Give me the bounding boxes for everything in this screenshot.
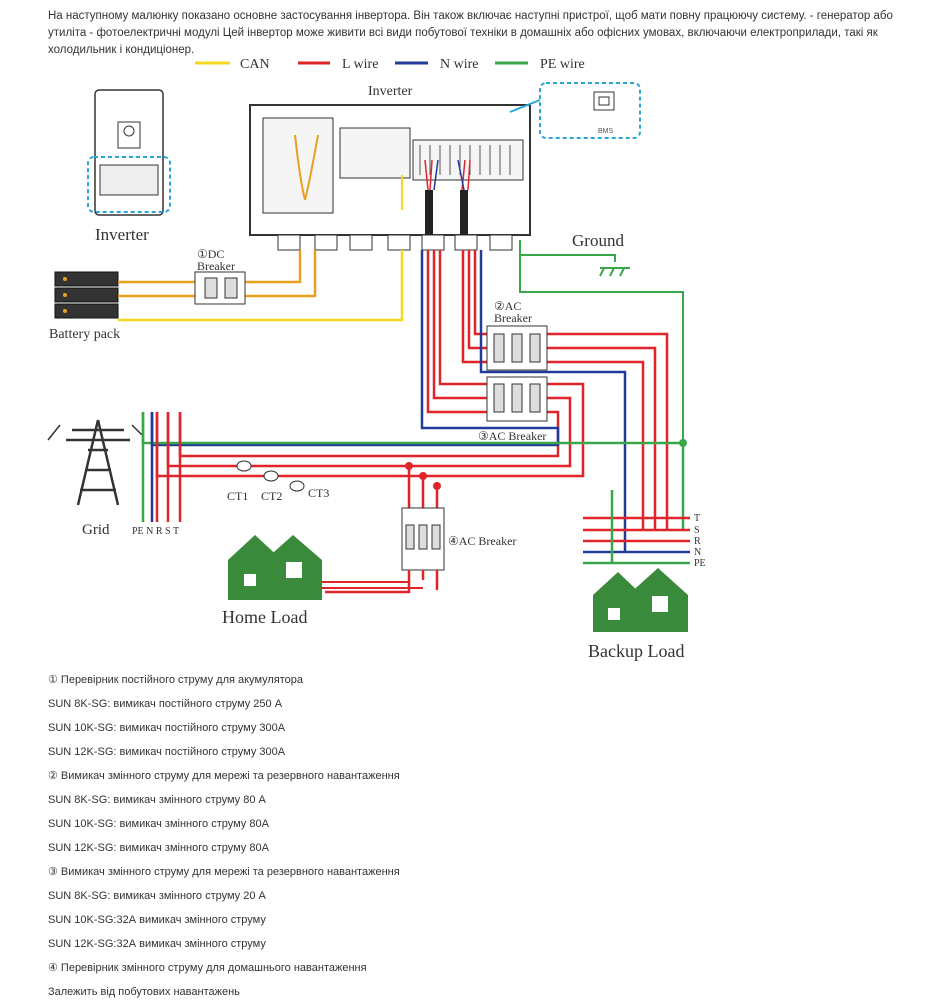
current-transformers: CT1 CT2 CT3	[227, 460, 329, 503]
note-item: SUN 10K-SG:32А вимикач змінного струму	[48, 914, 266, 926]
bms-label: BMS	[598, 128, 614, 135]
inverter-wiring-diagram: CAN L wire N wire PE wire Inverter Inver…	[47, 57, 706, 661]
main-inverter: Inverter	[249, 84, 531, 251]
note-item: SUN 10K-SG: вимикач постійного струму 30…	[48, 722, 286, 734]
grid-tower: Grid PE N R S T	[47, 419, 179, 538]
battery-pack-label: Battery pack	[49, 327, 120, 342]
legend-can-label: CAN	[240, 57, 270, 72]
backup-load-label: Backup Load	[588, 641, 684, 661]
ground: Ground	[519, 231, 687, 447]
ac-breaker2-label-2: Breaker	[494, 311, 532, 325]
backup-r-label: R	[694, 536, 701, 547]
legend-pe-label: PE wire	[540, 57, 585, 72]
inverter-left-label: Inverter	[95, 225, 149, 244]
note-item: SUN 8K-SG: вимикач змінного струму 80 А	[48, 794, 266, 806]
backup-n-label: N	[694, 547, 701, 558]
ac-breaker4-label: ④AC Breaker	[448, 534, 516, 548]
note-item: SUN 12K-SG: вимикач постійного струму 30…	[48, 746, 286, 758]
ct2-label: CT2	[261, 489, 282, 503]
notes-list: ① Перевірник постійного струму для акуму…	[48, 672, 908, 1008]
ct3-label: CT3	[308, 486, 329, 500]
note-item: ① Перевірник постійного струму для акуму…	[48, 674, 304, 686]
home-load: Home Load	[222, 535, 322, 627]
intro-text: На наступному малюнку показано основне з…	[48, 10, 893, 56]
dc-breaker-label-2: Breaker	[197, 259, 235, 273]
legend-l-label: L wire	[342, 57, 378, 72]
note-item: SUN 8K-SG: вимикач постійного струму 250…	[48, 698, 283, 710]
ac-breaker3-label: ③AC Breaker	[478, 429, 546, 443]
backup-t-label: T	[694, 513, 700, 524]
grid-drops	[141, 412, 182, 522]
backup-s-label: S	[694, 525, 700, 536]
dc-breaker-label-1: ①DC	[197, 247, 224, 261]
backup-pe-label: PE	[694, 558, 706, 569]
ground-label: Ground	[572, 231, 624, 250]
legend-n-label: N wire	[440, 57, 479, 72]
note-item: Залежить від побутових навантажень	[48, 986, 240, 998]
inverter-thumbnail: Inverter	[87, 89, 171, 244]
ac-breaker-3: ③AC Breaker	[478, 376, 548, 443]
bms-callout: BMS	[509, 82, 641, 139]
note-item: ④ Перевірник змінного струму для домашнь…	[48, 962, 367, 974]
note-item: SUN 12K-SG:32А вимикач змінного струму	[48, 938, 266, 950]
battery-pack: Battery pack	[49, 271, 120, 342]
can-wire	[118, 250, 404, 322]
grid-label: Grid	[82, 522, 110, 538]
ac-breaker-4: ④AC Breaker	[318, 462, 516, 594]
ct1-label: CT1	[227, 489, 248, 503]
note-item: ③ Вимикач змінного струму для мережі та …	[48, 866, 400, 878]
backup-phase-labels: T S R N PE	[694, 513, 706, 569]
note-item: SUN 10K-SG: вимикач змінного струму 80А	[48, 818, 269, 830]
legend: CAN L wire N wire PE wire	[195, 57, 585, 72]
note-item: SUN 12K-SG: вимикач змінного струму 80А	[48, 842, 269, 854]
grid-phases-label: PE N R S T	[132, 526, 179, 537]
note-item: ② Вимикач змінного струму для мережі та …	[48, 770, 400, 782]
home-load-label: Home Load	[222, 607, 307, 627]
backup-load: Backup Load	[588, 568, 688, 661]
note-item: SUN 8K-SG: вимикач змінного струму 20 А	[48, 890, 266, 902]
dc-wires	[118, 250, 317, 298]
dc-breaker: ①DC Breaker	[194, 247, 246, 305]
ac-breaker-2: ②AC Breaker	[486, 299, 548, 371]
backup-bus	[583, 490, 690, 565]
inverter-top-label: Inverter	[368, 84, 413, 99]
ac-breaker2-label-1: ②AC	[494, 299, 521, 313]
